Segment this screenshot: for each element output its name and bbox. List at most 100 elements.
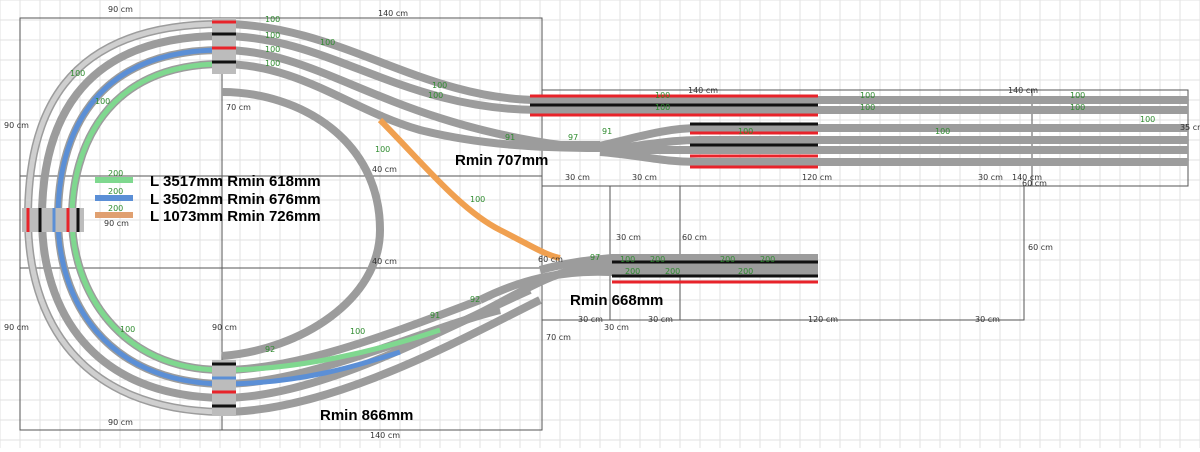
seg-100-q: 100 bbox=[620, 255, 635, 264]
legend: 200 L 3517mm Rmin 618mm 200 L 3502mm Rmi… bbox=[95, 169, 321, 225]
seg-100-i: 100 bbox=[655, 103, 670, 112]
dim-90-left-2: 90 cm bbox=[4, 323, 29, 332]
dimension-labels: 90 cm 140 cm 90 cm 90 cm 90 cm 140 cm 14… bbox=[4, 5, 1200, 440]
upper-line-2 bbox=[221, 32, 1188, 114]
legend-segment-1: 200 bbox=[108, 169, 123, 178]
station-markers bbox=[22, 18, 236, 416]
dim-90-top: 90 cm bbox=[108, 5, 133, 14]
legend-swatch-blue bbox=[95, 195, 133, 201]
dim-140-mid: 140 cm bbox=[1012, 173, 1042, 182]
seg-100-n: 100 bbox=[738, 127, 753, 136]
upper-line-4 bbox=[221, 60, 601, 152]
dim-30-e: 30 cm bbox=[648, 315, 673, 324]
lower-line-2 bbox=[478, 267, 818, 304]
legend-swatch-green bbox=[95, 177, 133, 183]
seg-100-m: 100 bbox=[1070, 103, 1085, 112]
yard-track-4 bbox=[599, 148, 1188, 166]
dim-140-yard-2: 140 cm bbox=[1008, 86, 1038, 95]
dim-30-b: 30 cm bbox=[632, 173, 657, 182]
marker-bottom bbox=[212, 360, 236, 416]
seg-100-r: 100 bbox=[350, 327, 365, 336]
seg-91-c: 91 bbox=[430, 311, 440, 320]
seg-97-a: 97 bbox=[568, 133, 578, 142]
seg-100-e: 100 bbox=[320, 38, 335, 47]
upper-lines bbox=[221, 20, 1188, 166]
legend-segment-2: 200 bbox=[108, 187, 123, 196]
seg-100-t: 100 bbox=[70, 69, 85, 78]
seg-91-a: 91 bbox=[505, 133, 515, 142]
dim-120-b: 120 cm bbox=[808, 315, 838, 324]
seg-92-a: 92 bbox=[470, 295, 480, 304]
loop-inner bbox=[221, 88, 385, 360]
seg-100-b: 100 bbox=[265, 31, 280, 40]
seg-200-d: 200 bbox=[625, 267, 640, 276]
dim-30-g: 30 cm bbox=[604, 323, 629, 332]
seg-100-d: 100 bbox=[265, 59, 280, 68]
dim-40-a: 40 cm bbox=[372, 165, 397, 174]
dim-70-a: 70 cm bbox=[546, 333, 571, 342]
loop-blue-route bbox=[55, 47, 401, 387]
seg-100-o: 100 bbox=[935, 127, 950, 136]
legend-entry-2: L 3502mm Rmin 676mm bbox=[150, 191, 321, 208]
lower-yard bbox=[438, 254, 818, 334]
dim-30-d: 30 cm bbox=[578, 315, 603, 324]
dim-60-a: 60 cm bbox=[1028, 243, 1053, 252]
dim-40-b: 40 cm bbox=[372, 257, 397, 266]
legend-swatch-orange bbox=[95, 212, 133, 218]
dim-90-vertical: 90 cm bbox=[212, 323, 237, 332]
dim-30-f: 30 cm bbox=[975, 315, 1000, 324]
marker-top bbox=[212, 18, 236, 74]
dim-140-yard-1: 140 cm bbox=[688, 86, 718, 95]
dim-140-top: 140 cm bbox=[378, 9, 408, 18]
lower-line-3 bbox=[538, 254, 818, 274]
legend-entry-1: L 3517mm Rmin 618mm bbox=[150, 173, 321, 190]
seg-100-a: 100 bbox=[265, 15, 280, 24]
seg-100-h: 100 bbox=[655, 91, 670, 100]
dim-90-bottom: 90 cm bbox=[108, 418, 133, 427]
seg-100-j: 100 bbox=[860, 91, 875, 100]
lower-line-1 bbox=[438, 261, 818, 334]
dim-60-c: 60 cm bbox=[538, 255, 563, 264]
seg-100-orange: 100 bbox=[470, 195, 485, 204]
rmin-866-label: Rmin 866mm bbox=[320, 407, 413, 424]
seg-100-c: 100 bbox=[265, 45, 280, 54]
seg-97-b: 97 bbox=[590, 253, 600, 262]
upper-line-1 bbox=[221, 20, 1188, 104]
legend-segment-3: 200 bbox=[108, 204, 123, 213]
rmin-707-label: Rmin 707mm bbox=[455, 152, 548, 169]
dim-90-left: 90 cm bbox=[4, 121, 29, 130]
dim-120-a: 120 cm bbox=[802, 173, 832, 182]
loop-green-route bbox=[69, 61, 441, 373]
dim-60-b: 60 cm bbox=[682, 233, 707, 242]
rmin-668-label: Rmin 668mm bbox=[570, 292, 663, 309]
seg-100-p: 100 bbox=[1140, 115, 1155, 124]
seg-100-l: 100 bbox=[1070, 91, 1085, 100]
dim-30-c: 30 cm bbox=[978, 173, 1003, 182]
seg-200-f: 200 bbox=[738, 267, 753, 276]
seg-100-g: 100 bbox=[428, 91, 443, 100]
seg-200-e: 200 bbox=[665, 267, 680, 276]
dim-30-h: 30 cm bbox=[616, 233, 641, 242]
dim-90-left-inner: 90 cm bbox=[104, 219, 129, 228]
seg-200-a: 200 bbox=[650, 255, 665, 264]
upper-line-3 bbox=[221, 46, 600, 149]
seg-100-v: 100 bbox=[375, 145, 390, 154]
dim-60-d: 60 cm bbox=[1022, 179, 1047, 188]
seg-200-c: 200 bbox=[760, 255, 775, 264]
segment-labels: 100 100 100 100 100 100 100 100 100 100 … bbox=[70, 15, 1155, 354]
dim-70-b: 70 cm bbox=[226, 103, 251, 112]
platform-stripes bbox=[530, 94, 818, 284]
legend-entry-3: L 1073mm Rmin 726mm bbox=[150, 208, 321, 225]
dim-30-a: 30 cm bbox=[565, 173, 590, 182]
seg-100-u: 100 bbox=[95, 97, 110, 106]
seg-91-b: 91 bbox=[602, 127, 612, 136]
seg-100-s: 100 bbox=[120, 325, 135, 334]
seg-100-k: 100 bbox=[860, 103, 875, 112]
dim-140-bottom: 140 cm bbox=[370, 431, 400, 440]
seg-100-f: 100 bbox=[432, 81, 447, 90]
dim-35: 35 cm bbox=[1180, 123, 1200, 132]
seg-200-b: 200 bbox=[720, 255, 735, 264]
orange-connector bbox=[377, 117, 561, 261]
